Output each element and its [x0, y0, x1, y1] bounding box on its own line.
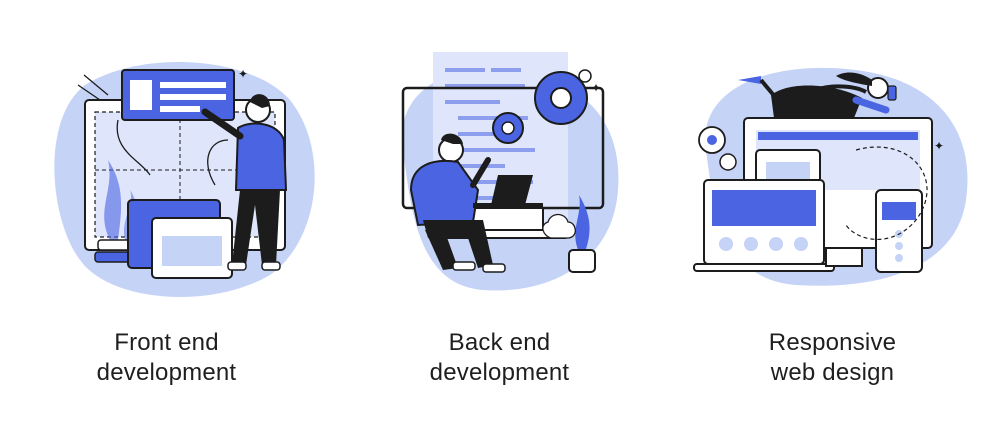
panel-front-end: ✦ Front end development — [0, 0, 333, 428]
panel-back-end-caption: Back end development — [333, 328, 666, 388]
caption-line-1: Front end — [114, 329, 219, 356]
caption-line-2: web design — [770, 359, 895, 386]
responsive-web-design-illustration: ✦ — [693, 67, 968, 286]
caption-line-1: Responsive — [768, 329, 897, 356]
caption-line-2: development — [429, 359, 570, 386]
panel-front-end-caption: Front end development — [0, 328, 333, 388]
svg-text:✦: ✦ — [591, 81, 601, 95]
svg-text:✦: ✦ — [934, 139, 944, 153]
panel-responsive: ✦ Responsive web design — [666, 0, 999, 428]
panel-back-end: ✦ Back end development — [333, 0, 666, 428]
caption-line-2: development — [96, 359, 237, 386]
svg-text:✦: ✦ — [238, 67, 248, 81]
front-end-development-illustration: ✦ — [54, 62, 315, 298]
panel-responsive-caption: Responsive web design — [666, 328, 999, 388]
back-end-development-illustration: ✦ — [401, 52, 619, 291]
caption-line-1: Back end — [448, 329, 551, 356]
